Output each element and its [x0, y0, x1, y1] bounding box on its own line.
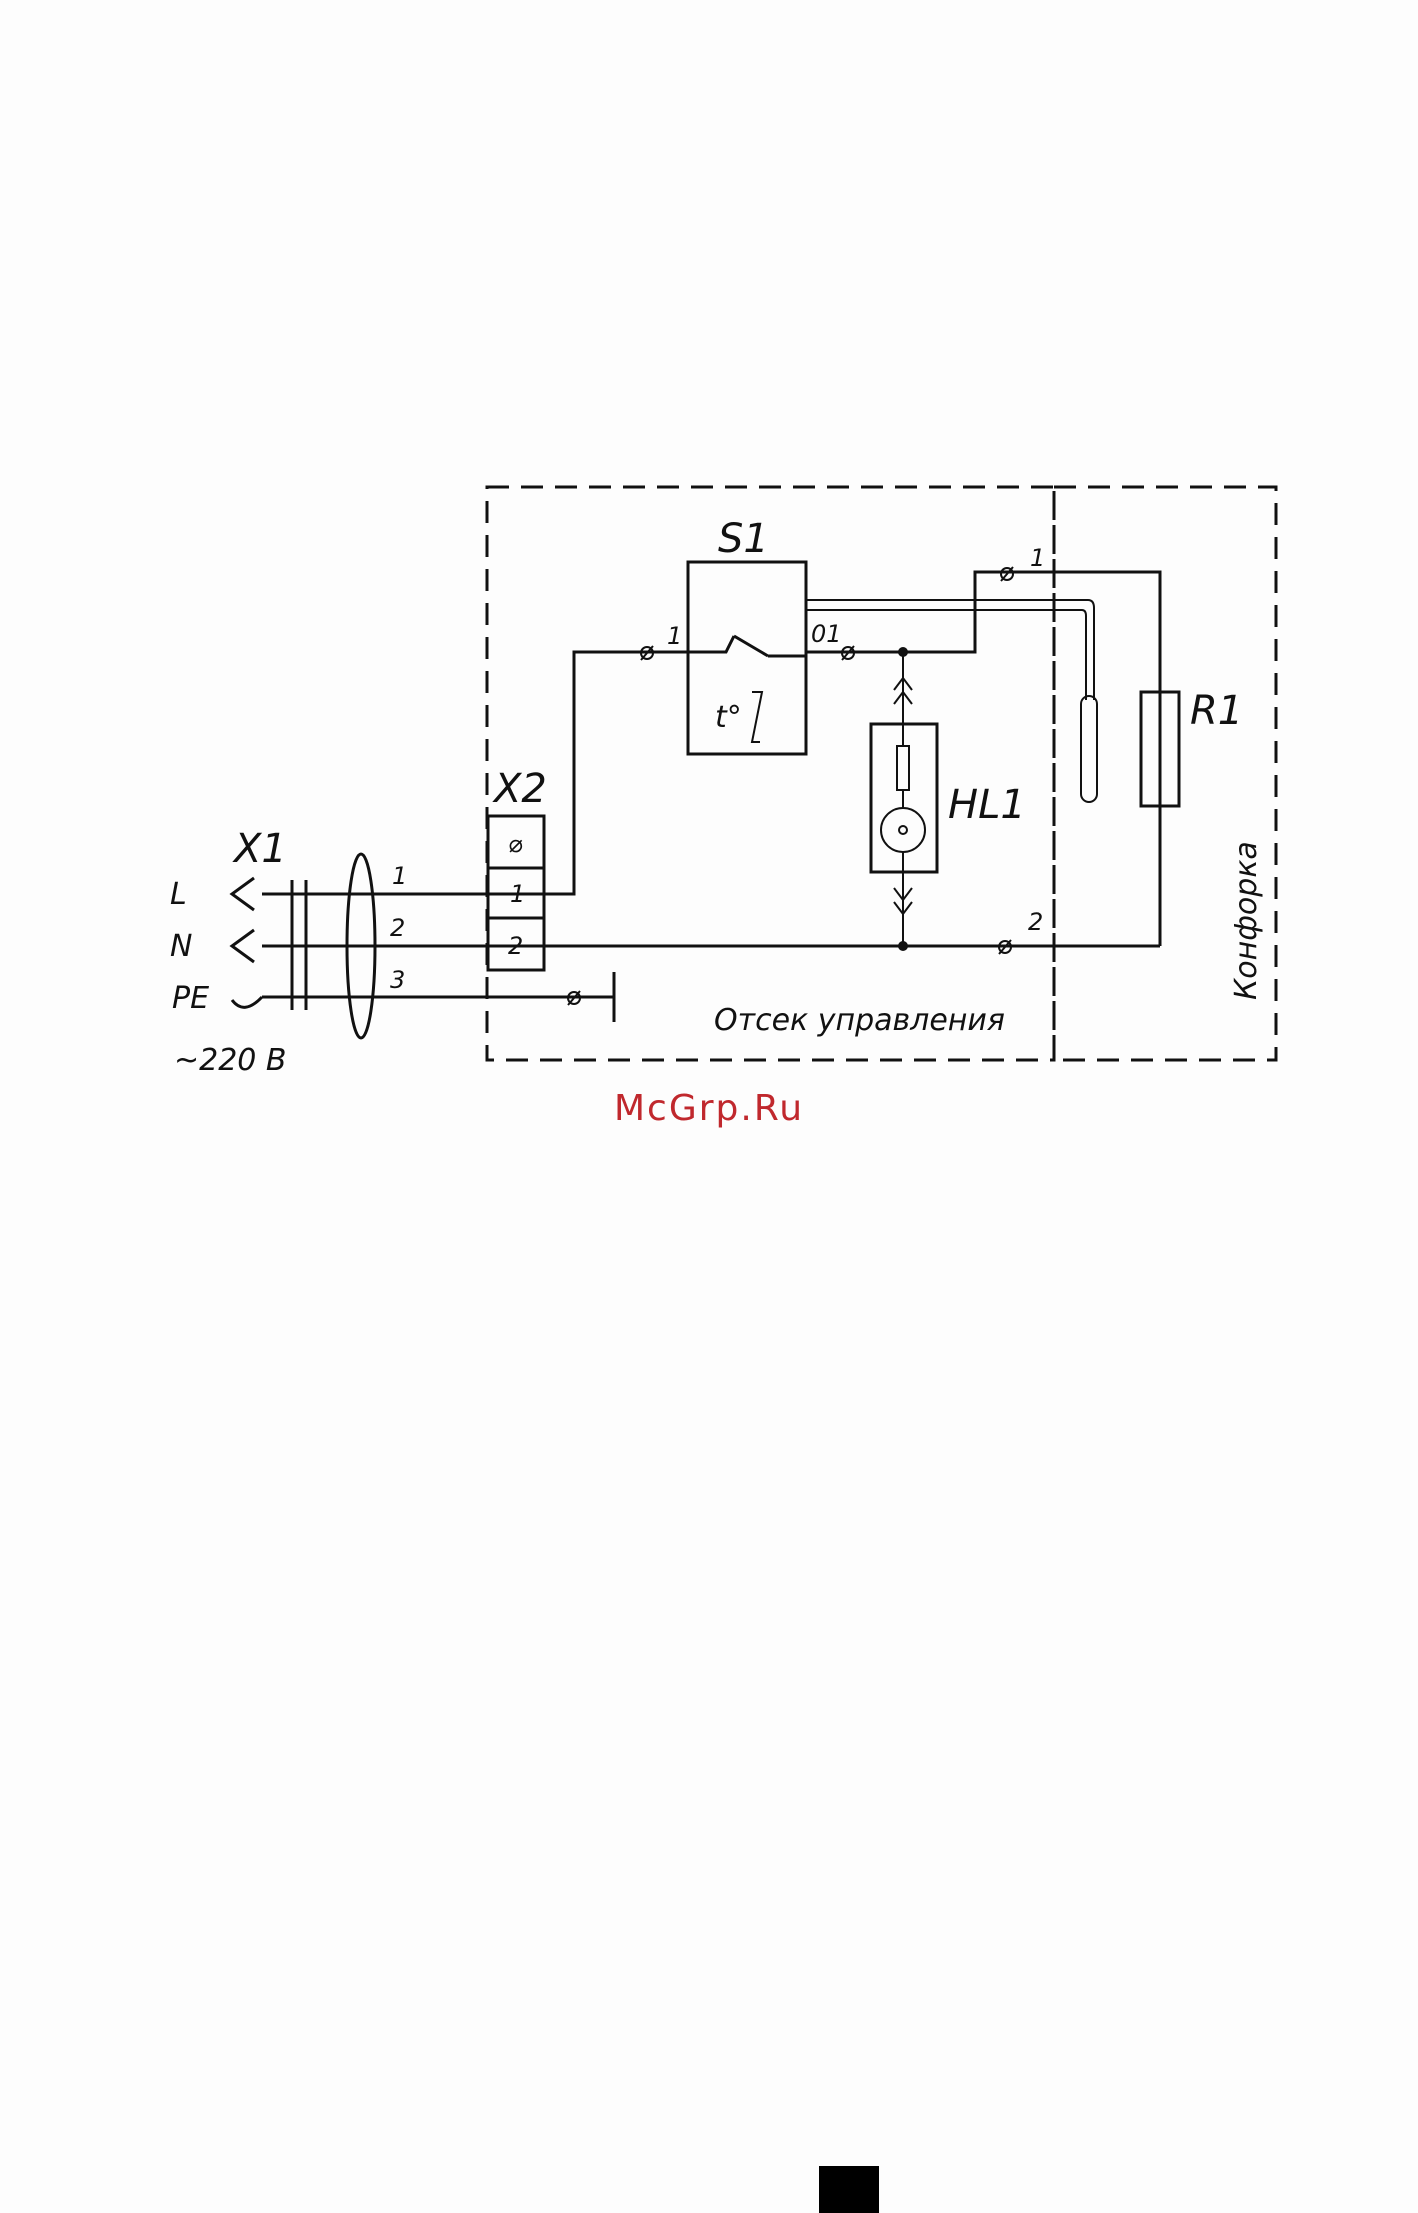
line-label-pe: PE — [172, 981, 209, 1016]
voltage-label: ~220 В — [174, 1043, 287, 1078]
switch-curve-symbol — [752, 692, 762, 742]
connector-x1-label: X1 — [232, 826, 287, 872]
x2-terminal-ground: ⌀ — [508, 830, 523, 858]
line-label-n: N — [170, 929, 192, 964]
switch-contact — [688, 636, 806, 656]
line-label-l: L — [170, 877, 187, 912]
lamp-center-dot — [899, 826, 907, 834]
thermostat-switch-box — [688, 562, 806, 754]
zone-burner-label: Конфорка — [1229, 841, 1264, 1000]
zone-control-label: Отсек управления — [714, 1003, 1005, 1038]
switch-output-wire — [806, 572, 1160, 946]
sensor-capillary — [806, 600, 1094, 700]
x2-terminal-2: 2 — [508, 932, 523, 960]
heater-label: R1 — [1190, 688, 1243, 734]
switch-pin-out: 01 — [811, 620, 842, 648]
x2-terminal-1: 1 — [510, 880, 525, 908]
plug-pin-pe — [232, 997, 262, 1007]
watermark: McGrp.Ru — [614, 1088, 804, 1129]
heater-pin-bottom: 2 — [1028, 908, 1043, 936]
heater-pin-top: 1 — [1030, 544, 1045, 572]
control-compartment-border — [487, 487, 1054, 1060]
temperature-sensor-bulb — [1081, 696, 1097, 802]
switch-label: S1 — [718, 516, 769, 562]
lamp-series-resistor — [897, 746, 909, 790]
switch-pin-in: 1 — [667, 622, 682, 650]
wire-number-3: 3 — [390, 966, 405, 994]
page-corner-marker — [819, 2166, 879, 2213]
sensor-capillary-inner — [806, 610, 1086, 700]
plug-pin-l — [232, 878, 254, 910]
indicator-lamp-icon — [881, 808, 925, 852]
plug-pin-n — [232, 930, 254, 962]
switch-temperature-symbol: t° — [715, 700, 742, 735]
connector-x2-label: X2 — [492, 766, 547, 812]
lamp-label: HL1 — [948, 782, 1026, 828]
wire-number-2: 2 — [390, 914, 405, 942]
wire-number-1: 1 — [392, 862, 407, 890]
